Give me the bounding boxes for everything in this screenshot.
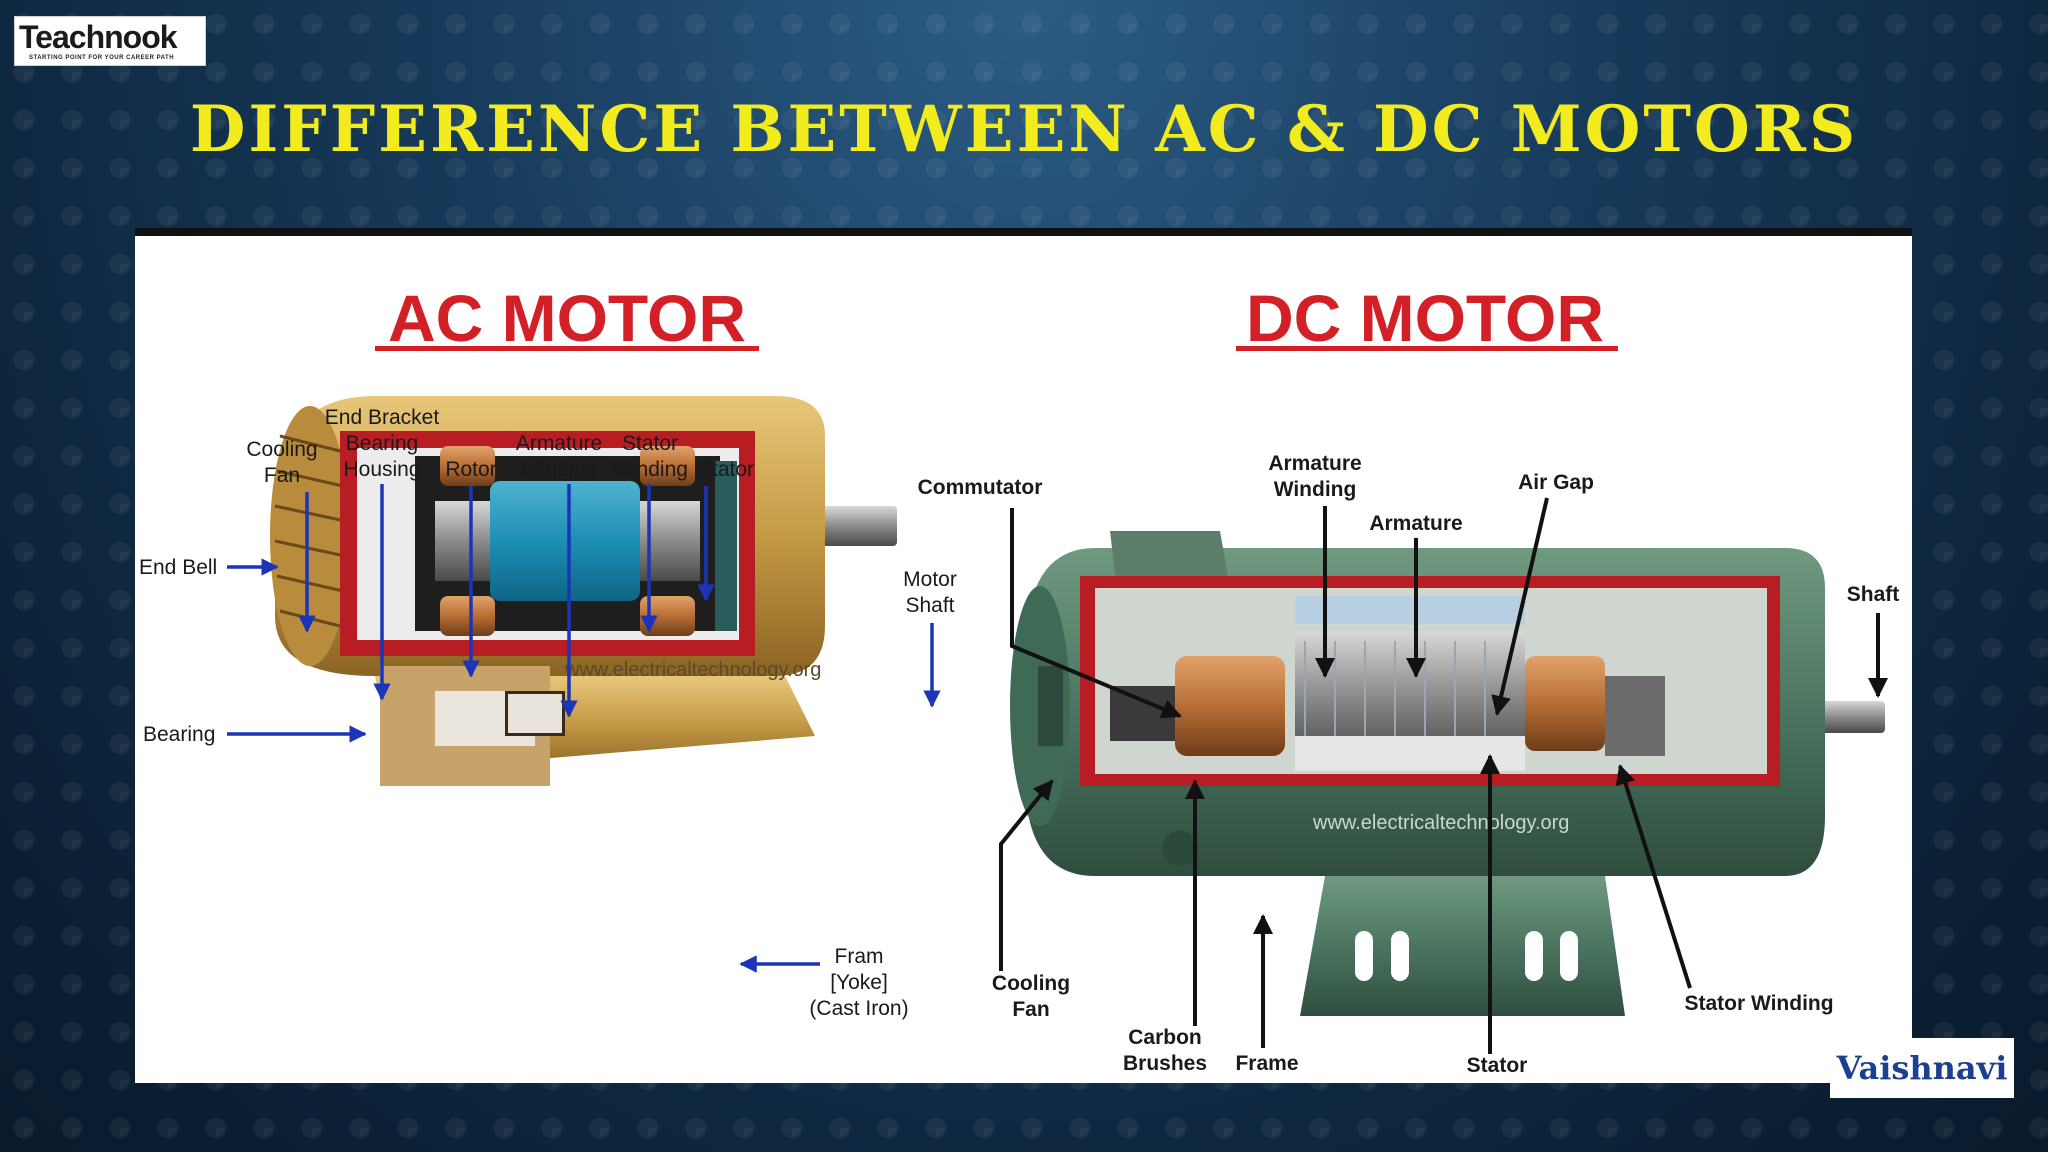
- dc-label-carbon-brushes: Carbon Brushes: [1123, 1026, 1207, 1075]
- dc-cooling-fan-line1: Cooling: [992, 972, 1070, 995]
- dc-label-stator: Stator: [1467, 1054, 1528, 1077]
- ac-frame-line1: Fram: [835, 945, 884, 968]
- ac-stator-winding-line2: Winding: [612, 458, 688, 481]
- dc-label-frame: Frame: [1235, 1052, 1298, 1075]
- ac-cooling-fan-line2: Fan: [264, 464, 300, 487]
- ac-armature-line1: Armature: [516, 432, 602, 455]
- signature-badge: Vaishnavi: [1830, 1038, 2014, 1098]
- ac-end-bracket-line1: End Bracket: [325, 406, 440, 429]
- logo-tagline: STARTING POINT FOR YOUR CAREER PATH: [29, 55, 175, 61]
- ac-motor-shaft-line2: Shaft: [905, 594, 954, 617]
- slide-title: DIFFERENCE BETWEEN AC & DC MOTORS: [189, 92, 1859, 167]
- ac-motor-heading: AC MOTOR: [388, 281, 746, 355]
- ac-stator-winding-line1: Stator: [622, 432, 678, 455]
- dc-cooling-fan-line2: Fan: [1012, 998, 1049, 1021]
- ac-label-armature-winding: Armature Winding: [516, 432, 602, 481]
- dc-armature-winding-line2: Winding: [1274, 478, 1357, 501]
- dc-motor-illustration: www.electricaltechnology.org: [1010, 531, 1885, 1016]
- dc-label-armature-winding: Armature Winding: [1268, 452, 1361, 501]
- dc-label-air-gap: Air Gap: [1518, 471, 1594, 494]
- ac-label-rotor: Rotor: [445, 458, 496, 481]
- dc-heading-underline: [1236, 346, 1618, 351]
- ac-end-bracket-line3: Housing: [343, 458, 420, 481]
- dc-pointer-arrows: [999, 497, 1888, 1054]
- dc-carbon-brushes-line2: Brushes: [1123, 1052, 1207, 1075]
- dc-label-armature: Armature: [1369, 512, 1462, 535]
- teachnook-logo: Teachnook STARTING POINT FOR YOUR CAREER…: [14, 16, 206, 66]
- dc-label-cooling-fan: Cooling Fan: [992, 972, 1070, 1021]
- logo-text: Teachnook: [19, 19, 178, 55]
- ac-label-end-bell: End Bell: [139, 556, 217, 579]
- ac-cooling-fan-line1: Cooling: [246, 438, 317, 461]
- ac-label-cooling-fan: Cooling Fan: [246, 438, 317, 487]
- ac-label-stator-winding: Stator Winding: [612, 432, 688, 481]
- ac-heading-underline: [375, 346, 759, 351]
- ac-frame-line2: [Yoke]: [830, 971, 888, 994]
- ac-label-stator: Stator: [698, 458, 754, 481]
- ac-label-end-bracket: End Bracket Bearing Housing: [325, 406, 440, 481]
- ac-label-frame: Fram [Yoke] (Cast Iron): [809, 945, 908, 1020]
- dc-armature-winding-line1: Armature: [1268, 452, 1361, 475]
- dc-watermark: www.electricaltechnology.org: [1312, 812, 1569, 834]
- dc-carbon-brushes-line1: Carbon: [1128, 1026, 1202, 1049]
- ac-end-bracket-line2: Bearing: [346, 432, 418, 455]
- ac-watermark: www.electricaltechnology.org: [564, 659, 821, 681]
- dc-label-commutator: Commutator: [918, 476, 1043, 499]
- dc-label-shaft: Shaft: [1847, 583, 1900, 606]
- dc-label-stator-winding: Stator Winding: [1684, 992, 1833, 1015]
- motor-diagram: www.electricaltechnology.org AC MOTOR Co…: [139, 281, 1900, 1077]
- ac-label-motor-shaft: Motor Shaft: [903, 568, 957, 617]
- ac-frame-line3: (Cast Iron): [809, 997, 908, 1020]
- ac-motor-shaft-line1: Motor: [903, 568, 957, 591]
- ac-armature-line2: Winding: [521, 458, 597, 481]
- ac-pointer-arrows: [227, 484, 941, 973]
- dc-motor-heading: DC MOTOR: [1246, 281, 1604, 355]
- ac-label-bearing: Bearing: [143, 723, 215, 746]
